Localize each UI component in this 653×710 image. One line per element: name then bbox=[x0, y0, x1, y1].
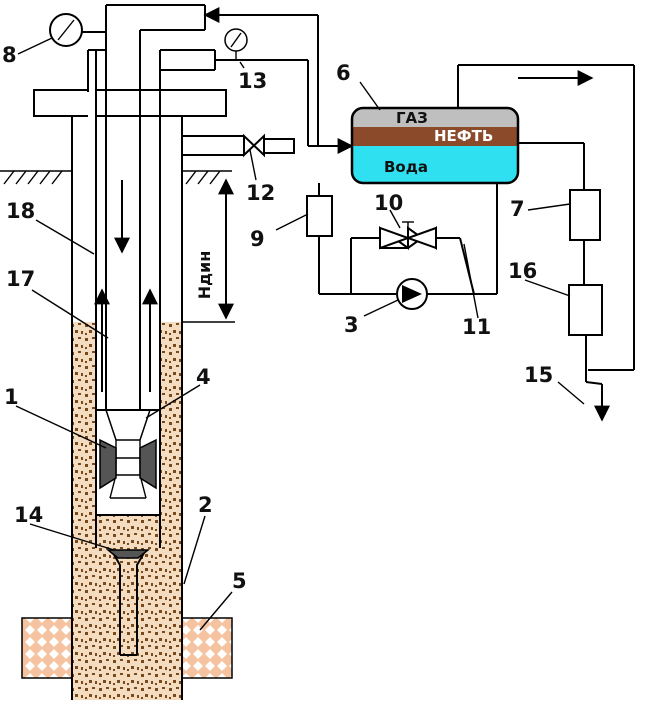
label-5: 5 bbox=[232, 569, 247, 593]
label-6: 6 bbox=[336, 61, 351, 85]
pressure-gauge-13 bbox=[225, 29, 247, 60]
label-13: 13 bbox=[238, 69, 267, 93]
formation-left bbox=[22, 618, 72, 678]
label-11: 11 bbox=[462, 315, 491, 339]
label-2: 2 bbox=[198, 493, 213, 517]
label-9: 9 bbox=[250, 227, 265, 251]
label-1: 1 bbox=[4, 385, 19, 409]
label-17: 17 bbox=[6, 267, 35, 291]
ground-surface bbox=[0, 171, 232, 184]
formation-right bbox=[182, 618, 232, 678]
tank-gas-label: ГАЗ bbox=[396, 109, 428, 127]
leader-13 bbox=[240, 62, 244, 68]
label-18: 18 bbox=[6, 199, 35, 223]
label-15: 15 bbox=[524, 363, 553, 387]
label-3: 3 bbox=[344, 313, 359, 337]
pressure-gauge-8 bbox=[50, 14, 106, 46]
label-8: 8 bbox=[2, 43, 17, 67]
tank-water-label: Вода bbox=[384, 158, 428, 176]
dynamic-level-label: Hдин bbox=[195, 251, 214, 300]
annulus-outlet bbox=[182, 116, 244, 170]
label-4: 4 bbox=[196, 365, 211, 389]
label-7: 7 bbox=[510, 197, 525, 221]
tank-oil-label: НЕФТЬ bbox=[434, 127, 493, 145]
leader-8 bbox=[18, 38, 52, 54]
annulus-valve bbox=[244, 136, 294, 155]
inner-tubing bbox=[106, 5, 205, 410]
label-16: 16 bbox=[508, 259, 537, 283]
label-12: 12 bbox=[246, 181, 275, 205]
separator-tank bbox=[352, 108, 518, 183]
label-10: 10 bbox=[374, 191, 403, 215]
wellhead-flange bbox=[34, 90, 226, 116]
label-14: 14 bbox=[14, 503, 43, 527]
flow-arrows bbox=[102, 180, 150, 392]
